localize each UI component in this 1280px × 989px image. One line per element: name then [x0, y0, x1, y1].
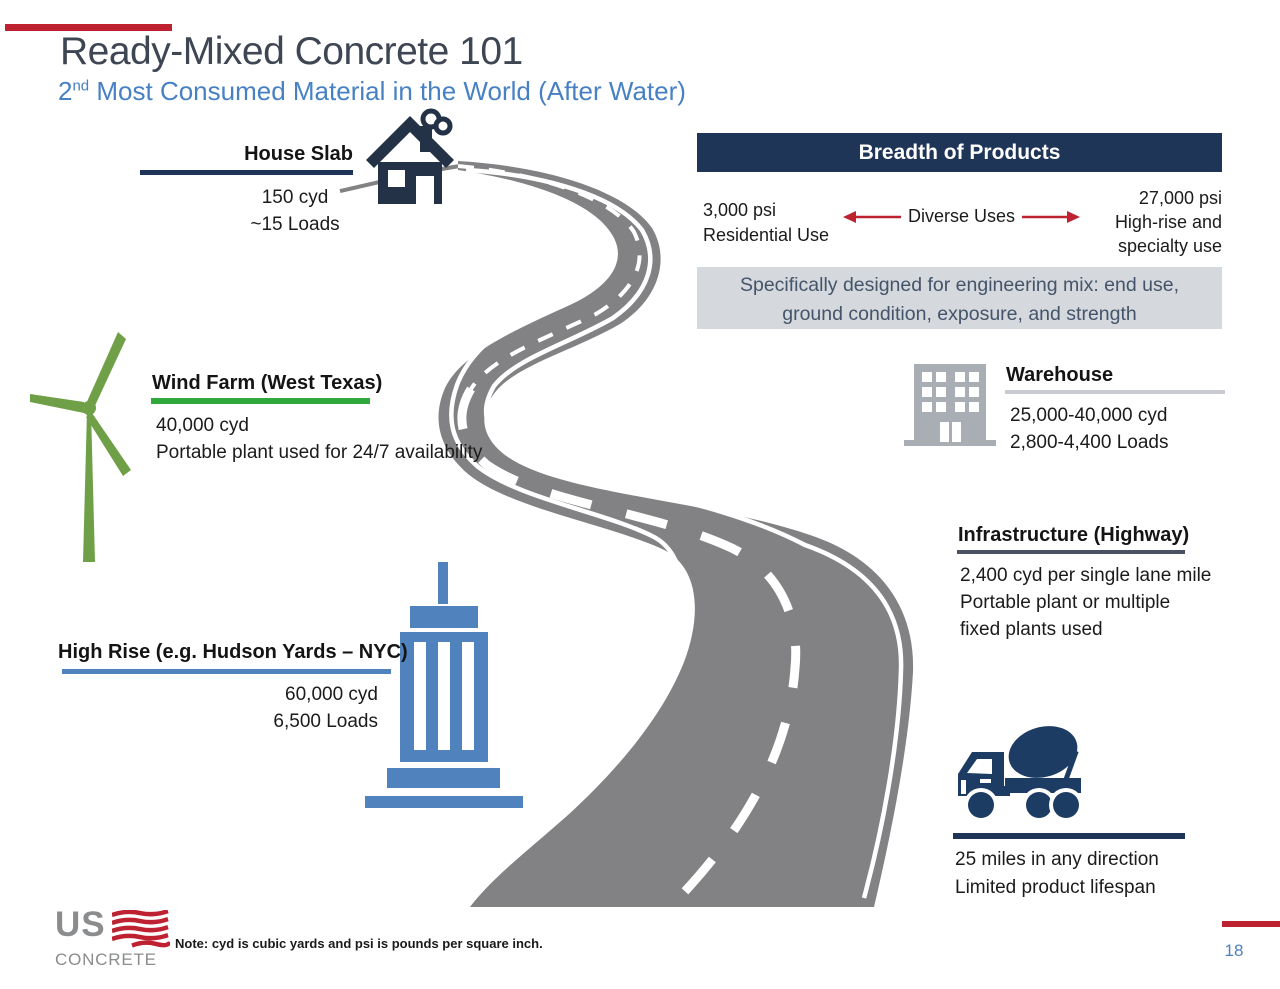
infrastructure-line2: Portable plant or multiple	[960, 592, 1171, 613]
engineering-mix-line1: Specifically designed for engineering mi…	[739, 274, 1179, 296]
high-rise-label: High Rise (e.g. Hudson Yards – NYC)	[58, 641, 408, 663]
diverse-uses-label: Diverse Uses	[907, 206, 1016, 226]
breadth-of-products-banner: Breadth of Products	[697, 133, 1222, 172]
highrise-psi-block: 27,000 psi High-rise and specialty use	[1080, 186, 1222, 258]
infrastructure-details: 2,400 cyd per single lane mile Portable …	[960, 562, 1211, 643]
header-accent-bar	[5, 24, 172, 31]
delivery-line2: Limited product lifespan	[955, 877, 1156, 898]
house-icon	[366, 108, 454, 204]
us-concrete-logo: US CONCRETE	[55, 905, 170, 970]
subtitle-number: 2	[58, 76, 73, 106]
wind-farm-label: Wind Farm (West Texas)	[152, 372, 383, 394]
logo-flag-icon	[111, 910, 170, 948]
house-slab-underline	[140, 170, 353, 175]
high-rise-details: 60,000 cyd 6,500 Loads	[178, 681, 378, 735]
wind-farm-line2: Portable plant used for 24/7 availabilit…	[156, 442, 483, 463]
mixer-truck-icon	[958, 726, 1083, 822]
arrow-right-icon	[1022, 211, 1080, 223]
logo-concrete-text: CONCRETE	[55, 950, 157, 969]
high-rise-line1: 60,000 cyd	[285, 684, 378, 705]
warehouse-underline	[1005, 390, 1225, 394]
road-center-dashes-top	[457, 164, 642, 391]
engineering-mix-box: Specifically designed for engineering mi…	[697, 267, 1222, 329]
infrastructure-underline	[957, 550, 1185, 554]
subtitle-ordinal: nd	[72, 77, 90, 95]
wind-turbine-icon	[30, 332, 131, 562]
footer-accent-bar	[1222, 921, 1280, 927]
house-slab-line1: 150 cyd	[261, 187, 329, 208]
wind-farm-underline	[151, 398, 370, 404]
infrastructure-label: Infrastructure (Highway)	[958, 524, 1190, 546]
page-subtitle: 2nd Most Consumed Material in the World …	[58, 76, 686, 107]
residential-psi-use: Residential Use	[703, 225, 830, 245]
arrow-left-icon	[843, 211, 901, 223]
warehouse-line2: 2,800-4,400 Loads	[1010, 432, 1169, 453]
delivery-underline	[953, 833, 1185, 839]
infrastructure-line3: fixed plants used	[960, 619, 1103, 640]
wind-farm-details: 40,000 cyd Portable plant used for 24/7 …	[156, 412, 482, 466]
footnote: Note: cyd is cubic yards and psi is poun…	[175, 936, 543, 951]
high-rise-underline	[62, 669, 391, 674]
residential-psi-value: 3,000 psi	[703, 200, 777, 220]
highrise-psi-use1: High-rise and	[1114, 212, 1222, 232]
high-rise-line2: 6,500 Loads	[273, 711, 378, 732]
house-slab-label: House Slab	[244, 143, 353, 165]
warehouse-line1: 25,000-40,000 cyd	[1010, 405, 1168, 426]
road-edge-line-left	[449, 175, 686, 894]
road-center-dashes-bottom	[457, 386, 801, 909]
highrise-psi-use2: specialty use	[1117, 236, 1222, 256]
house-slab-details: 150 cyd ~15 Loads	[189, 184, 401, 238]
delivery-line1: 25 miles in any direction	[955, 849, 1159, 870]
delivery-details: 25 miles in any direction Limited produc…	[955, 846, 1159, 902]
subtitle-text: Most Consumed Material in the World (Aft…	[89, 76, 686, 106]
warehouse-icon	[904, 364, 996, 446]
page-number: 18	[1224, 941, 1244, 960]
infrastructure-line1: 2,400 cyd per single lane mile	[960, 565, 1212, 586]
logo-us-text: US	[55, 905, 106, 944]
highrise-psi-value: 27,000 psi	[1138, 188, 1222, 208]
warehouse-label: Warehouse	[1006, 364, 1114, 386]
engineering-mix-line2: ground condition, exposure, and strength	[782, 303, 1137, 325]
high-rise-icon	[365, 562, 523, 808]
house-slab-line2: ~15 Loads	[250, 214, 340, 235]
warehouse-details: 25,000-40,000 cyd 2,800-4,400 Loads	[1010, 402, 1168, 456]
wind-farm-line1: 40,000 cyd	[156, 415, 249, 436]
residential-psi-block: 3,000 psi Residential Use	[703, 198, 829, 248]
road-edge-line-right	[465, 167, 904, 899]
page-title: Ready-Mixed Concrete 101	[60, 30, 523, 73]
